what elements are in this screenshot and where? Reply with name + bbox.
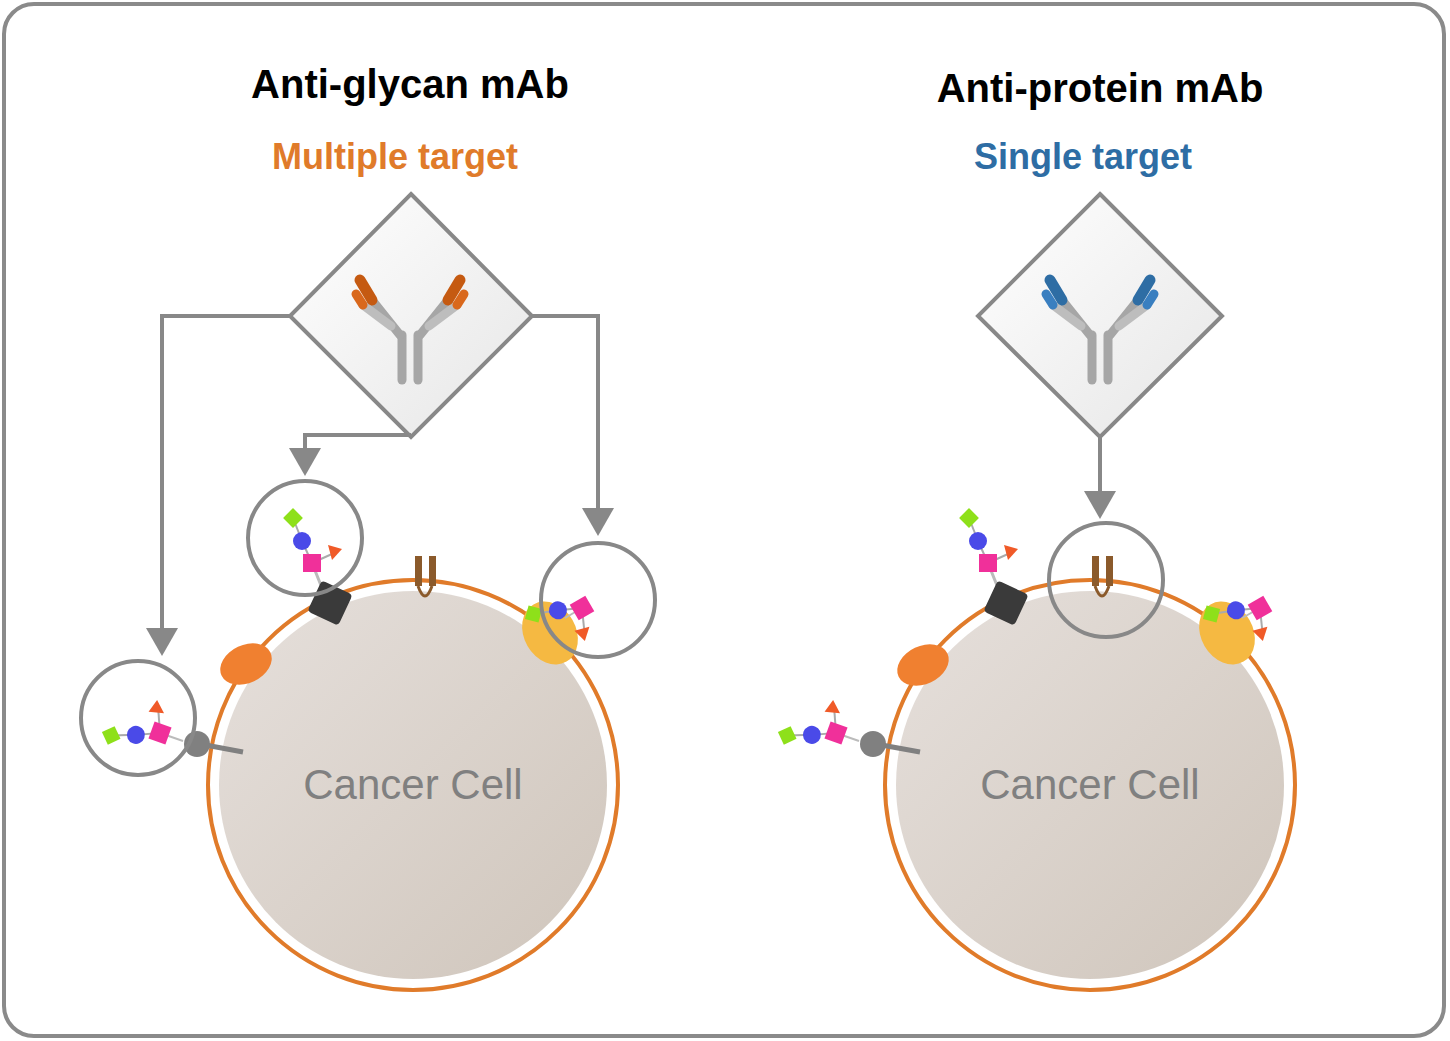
cancer-cell: Cancer Cell: [205, 577, 621, 993]
panel-heading: Anti-glycan mAb: [251, 62, 569, 106]
panel-heading: Anti-protein mAb: [937, 66, 1264, 110]
panel-subheading: Single target: [974, 137, 1192, 177]
cell-label: Cancer Cell: [980, 761, 1199, 809]
panel-subheading: Multiple target: [272, 137, 518, 177]
cancer-cell: Cancer Cell: [882, 577, 1298, 993]
cell-label: Cancer Cell: [303, 761, 522, 809]
